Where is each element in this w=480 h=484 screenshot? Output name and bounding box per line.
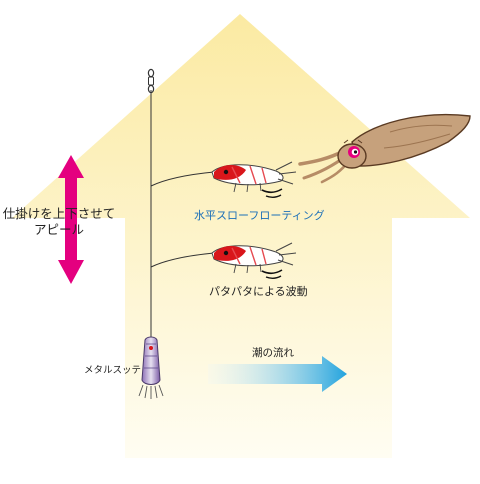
background-up-arrow	[12, 14, 470, 458]
branch-line-top	[150, 171, 215, 187]
swivel-icon	[147, 68, 155, 94]
right-arrow-icon	[208, 356, 347, 392]
jig-action-label: 仕掛けを上下させて アピール	[0, 206, 118, 237]
horizontal-float-label: 水平スローフローティング	[194, 209, 325, 222]
branch-line-bottom	[150, 252, 215, 268]
shrimp-lure-icon-top	[211, 161, 297, 198]
jig-action-line-1: 仕掛けを上下させて	[2, 206, 116, 221]
double-headed-arrow-icon	[58, 155, 84, 284]
tide-flow-label: 潮の流れ	[252, 347, 294, 359]
flapping-wave-label: パタパタによる波動	[209, 285, 308, 298]
metal-sutte-label: メタルスッテ	[84, 365, 142, 376]
squid-icon	[298, 113, 471, 184]
shrimp-lure-icon-bottom	[211, 242, 297, 279]
jig-action-line-2: アピール	[33, 221, 84, 237]
metal-sutte-icon	[138, 330, 164, 399]
